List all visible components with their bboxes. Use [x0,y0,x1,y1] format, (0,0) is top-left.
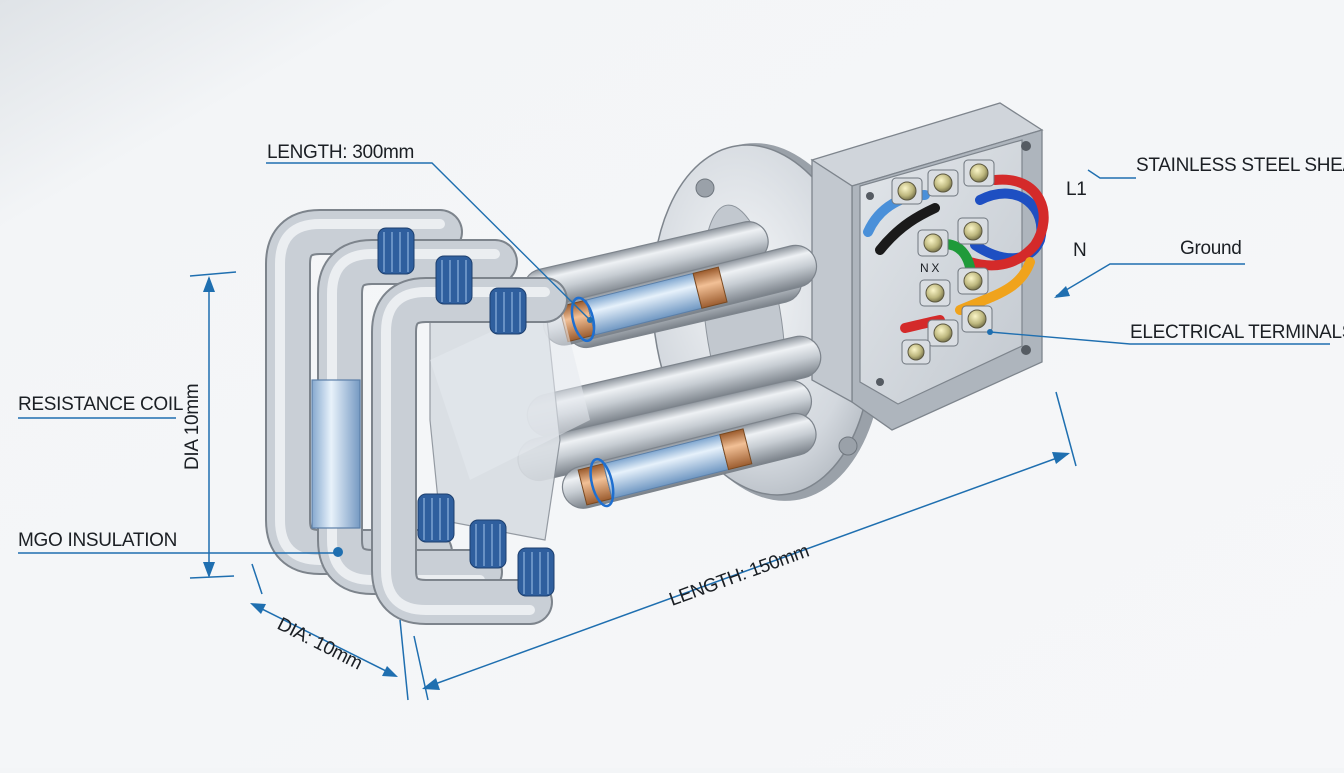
resistance-coil-bands [377,227,555,597]
outer-u-tube [265,209,463,575]
screw-terminal [957,217,989,245]
resistance-coil-label: RESISTANCE COIL [18,394,183,415]
screw-terminal [963,159,995,187]
dimension-lines [189,271,1077,701]
l1-label: L1 [1066,179,1087,200]
electrical-terminals-label: ELECTRICAL TERMINALS [1130,322,1344,343]
screw-terminal [927,319,959,347]
front-u-tube [371,277,568,625]
mgo-insulation-window [311,379,361,529]
mgo-insulation-label: MGO INSULATION [18,530,177,551]
u-bent-elements [265,209,590,625]
screw-terminal [919,279,951,307]
heating-rods [517,221,822,509]
length-300-label: LENGTH: 300mm [267,142,414,163]
n-label: N [1073,240,1086,261]
screw-terminal [917,229,949,257]
screw-terminal [957,267,989,295]
screw-terminal [927,169,959,197]
flange-bolt-hole [838,436,858,456]
lower-heating-rod [561,412,817,509]
screw-terminal [901,339,931,365]
leader-lines [18,162,1330,554]
screw-terminal [961,305,993,333]
flange-bolt-hole [695,178,715,198]
terminal-mark: N X [920,261,939,275]
screw-terminals: N X [891,159,995,365]
stainless-steel-sheath-label: STAINLESS STEEL SHEATH [1136,155,1344,176]
screw-terminal [891,177,923,205]
dia-vertical-label: DIA 10mm [182,384,203,470]
ground-label: Ground [1180,238,1242,259]
